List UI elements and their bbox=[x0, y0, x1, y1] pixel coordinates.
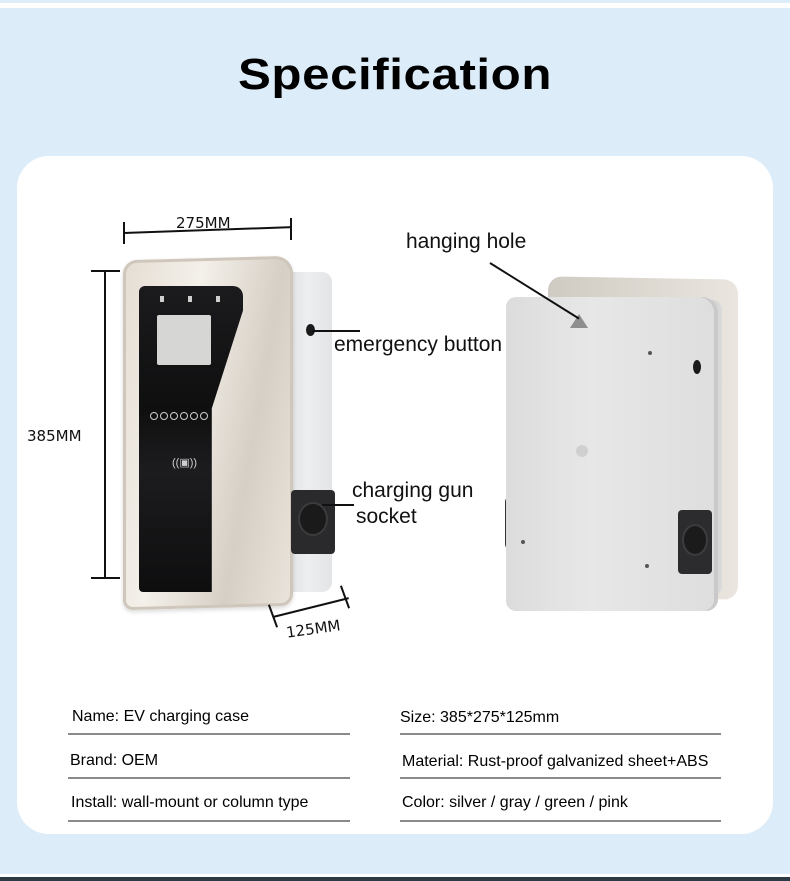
led-indicator-icon bbox=[200, 412, 208, 420]
top-divider bbox=[0, 3, 790, 8]
bottom-divider bbox=[0, 874, 790, 877]
led-indicator-icon bbox=[170, 412, 178, 420]
spec-divider bbox=[400, 733, 721, 735]
led-indicator-icon bbox=[180, 412, 188, 420]
emergency-button-icon bbox=[306, 324, 315, 336]
page-title: Specification bbox=[238, 50, 552, 99]
screw-icon bbox=[521, 540, 525, 544]
callout-charging-gun-socket-leader bbox=[322, 504, 354, 506]
callout-charging-gun-socket-line2: socket bbox=[356, 505, 417, 528]
status-indicator-icon bbox=[160, 296, 164, 302]
callout-emergency-button: emergency button bbox=[334, 333, 503, 356]
spec-divider bbox=[400, 820, 721, 822]
charging-gun-socket-front bbox=[291, 490, 335, 554]
status-icons-row bbox=[160, 296, 220, 302]
status-indicator-icon bbox=[188, 296, 192, 302]
height-dimension-tick-bottom bbox=[91, 577, 120, 579]
spec-brand: Brand: OEM bbox=[70, 752, 159, 769]
emergency-button-back-icon bbox=[693, 360, 701, 374]
socket-hole-icon bbox=[298, 502, 328, 536]
top-strip bbox=[0, 0, 790, 3]
height-dimension-tick-top bbox=[91, 270, 120, 272]
spec-divider bbox=[68, 820, 350, 822]
width-dimension-tick-right bbox=[290, 218, 292, 240]
spec-divider bbox=[68, 733, 350, 735]
led-indicator-icon bbox=[160, 412, 168, 420]
callout-emergency-button-leader bbox=[312, 330, 360, 332]
callout-charging-gun-socket-line1: charging gun bbox=[352, 479, 474, 502]
width-dimension-label: 275MM bbox=[176, 214, 231, 232]
status-indicator-icon bbox=[216, 296, 220, 302]
screw-icon bbox=[645, 564, 649, 568]
spec-divider bbox=[400, 777, 721, 779]
mounting-point-icon bbox=[576, 445, 588, 457]
spec-install: Install: wall-mount or column type bbox=[71, 794, 309, 811]
lcd-screen bbox=[157, 315, 211, 365]
screw-icon bbox=[648, 351, 652, 355]
height-dimension-label: 385MM bbox=[27, 427, 82, 445]
bottom-border bbox=[0, 877, 790, 881]
led-indicator-icon bbox=[190, 412, 198, 420]
spec-material: Material: Rust-proof galvanized sheet+AB… bbox=[402, 753, 709, 770]
charging-gun-socket-back bbox=[678, 510, 712, 574]
led-indicator-row bbox=[150, 412, 220, 420]
spec-name: Name: EV charging case bbox=[72, 708, 249, 725]
callout-hanging-hole: hanging hole bbox=[406, 230, 527, 253]
height-dimension-line bbox=[104, 270, 106, 578]
width-dimension-tick-left bbox=[123, 222, 125, 244]
spec-size: Size: 385*275*125mm bbox=[400, 709, 560, 726]
rfid-icon: ((▣)) bbox=[172, 457, 198, 469]
socket-hole-icon bbox=[682, 524, 708, 556]
spec-divider bbox=[68, 777, 350, 779]
led-indicator-icon bbox=[150, 412, 158, 420]
spec-color: Color: silver / gray / green / pink bbox=[402, 794, 628, 811]
